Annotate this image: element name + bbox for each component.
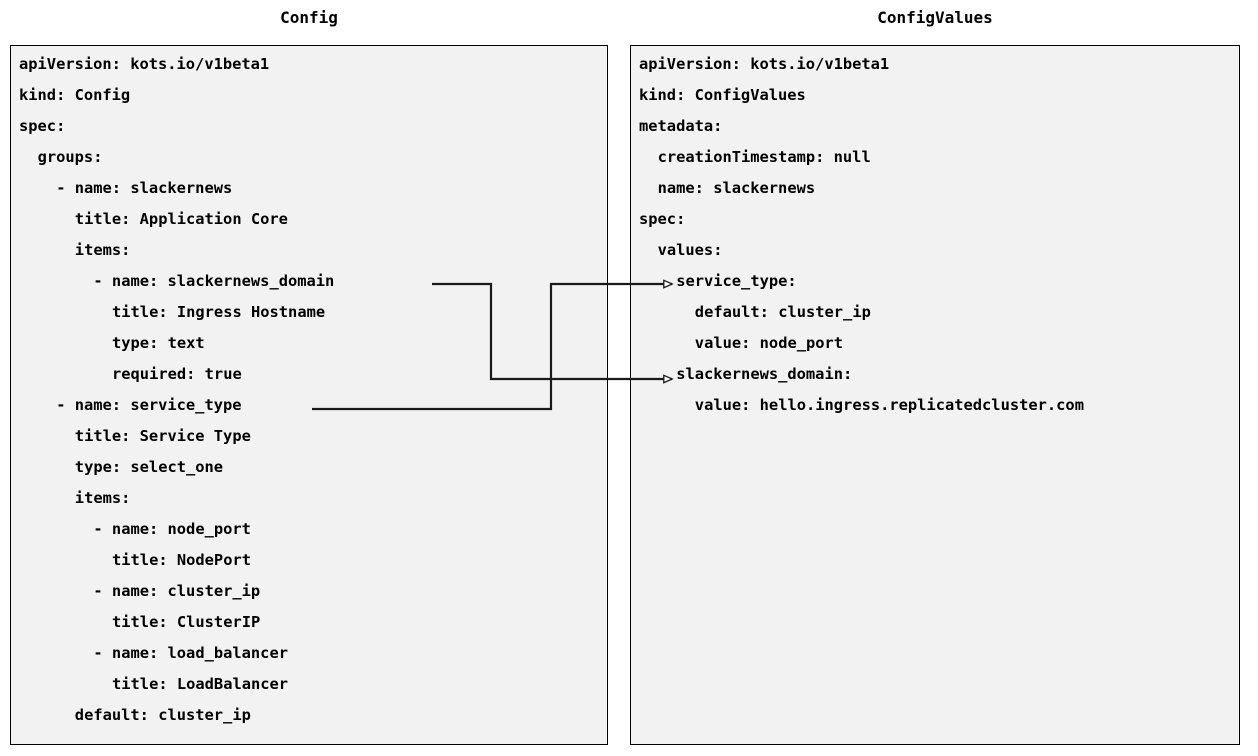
yaml-line: default: cluster_ip xyxy=(74,706,251,724)
yaml-line: - name: cluster_ip xyxy=(93,582,261,600)
yaml-line: kind: ConfigValues xyxy=(639,86,806,104)
panel-title-configvalues: ConfigValues xyxy=(877,8,993,27)
yaml-line: value: node_port xyxy=(694,334,844,352)
yaml-line: items: xyxy=(74,489,131,507)
yaml-line: values: xyxy=(657,241,723,259)
yaml-line: type: select_one xyxy=(74,458,224,476)
yaml-line: title: Ingress Hostname xyxy=(112,303,326,321)
yaml-line: title: NodePort xyxy=(112,551,251,569)
yaml-line: spec: xyxy=(19,117,66,135)
yaml-line: title: Application Core xyxy=(74,210,288,228)
yaml-line: creationTimestamp: null xyxy=(657,148,871,166)
yaml-line: - name: node_port xyxy=(93,520,251,538)
yaml-line: value: hello.ingress.replicatedcluster.c… xyxy=(694,396,1084,414)
yaml-line: - name: slackernews_domain xyxy=(93,272,335,290)
config-panel: apiVersion: kots.io/v1beta1 kind: Config s… xyxy=(10,45,608,745)
yaml-line: default: cluster_ip xyxy=(694,303,871,321)
yaml-line: slackernews_domain: xyxy=(676,365,853,383)
yaml-line: - name: load_balancer xyxy=(93,644,288,662)
panel-title-config: Config xyxy=(280,8,338,27)
yaml-line: metadata: xyxy=(639,117,723,135)
yaml-line: groups: xyxy=(37,148,103,166)
yaml-line: apiVersion: kots.io/v1beta1 xyxy=(19,55,270,73)
yaml-line: items: xyxy=(74,241,131,259)
yaml-line: spec: xyxy=(639,210,686,228)
configvalues-panel: apiVersion: kots.io/v1beta1 kind: ConfigV… xyxy=(630,45,1240,745)
yaml-line: title: Service Type xyxy=(74,427,251,445)
yaml-line: title: LoadBalancer xyxy=(112,675,289,693)
yaml-line: service_type: xyxy=(676,272,797,290)
yaml-line: - name: service_type xyxy=(56,396,242,414)
yaml-line: kind: Config xyxy=(19,86,131,104)
yaml-line: required: true xyxy=(112,365,242,383)
yaml-line: apiVersion: kots.io/v1beta1 xyxy=(639,55,890,73)
yaml-line: title: ClusterIP xyxy=(112,613,261,631)
yaml-line: - name: slackernews xyxy=(56,179,233,197)
yaml-line: type: text xyxy=(112,334,205,352)
yaml-line: name: slackernews xyxy=(657,179,816,197)
